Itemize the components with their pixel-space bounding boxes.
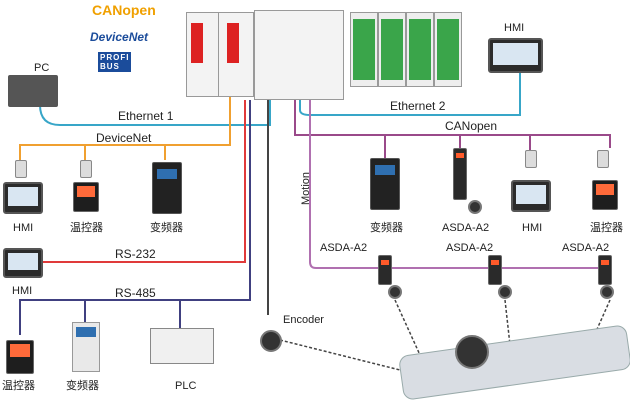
- rs485-label: RS-485: [115, 286, 156, 300]
- io-module-1: [350, 12, 378, 87]
- conveyor-drum-icon: [455, 335, 489, 369]
- rs485-plc-icon: [150, 328, 214, 364]
- encoder-label: Encoder: [283, 314, 324, 326]
- can-temp-controller-icon: [592, 180, 618, 210]
- devicenet-tap-1: [15, 160, 27, 178]
- dn-hmi-label: HMI: [13, 222, 34, 234]
- devicenet-tap-2: [80, 160, 92, 178]
- motion-label: Motion: [300, 171, 312, 205]
- motion-servo-drive-1-icon: [378, 255, 392, 285]
- devicenet-logo: DeviceNet: [90, 30, 149, 44]
- dn-vfd-label: 变频器: [150, 222, 183, 234]
- can-hmi-icon: [511, 180, 551, 212]
- rs485-plc-label: PLC: [175, 380, 197, 392]
- can-vfd-label: 变频器: [370, 222, 403, 234]
- cpu-module-2: [218, 12, 254, 97]
- canopen-label: CANopen: [445, 119, 498, 133]
- controller-main-unit: [254, 10, 344, 100]
- rs485-temp-controller-icon: [6, 340, 34, 374]
- rs232-cable: [40, 100, 246, 263]
- motion-servo-motor-1-icon: [388, 285, 402, 299]
- canopen-tap-temp: [597, 150, 609, 168]
- ethernet2-label: Ethernet 2: [390, 99, 446, 113]
- dn-hmi-icon: [3, 182, 43, 214]
- encoder-link: [279, 339, 421, 376]
- canopen-logo: CANopen: [92, 2, 156, 18]
- pc-laptop-icon: [8, 75, 58, 107]
- motion-servo-drive-2-icon: [488, 255, 502, 285]
- can-asda-label: ASDA-A2: [442, 222, 490, 234]
- canopen-tap-hmi: [525, 150, 537, 168]
- can-temp-label: 温控器: [590, 222, 623, 234]
- rs485-temp-label: 温控器: [2, 380, 35, 392]
- rs232-hmi-icon: [3, 248, 43, 278]
- dn-temp-label: 温控器: [70, 222, 103, 234]
- rs485-vfd-label: 变频器: [66, 380, 99, 392]
- rs485-vfd-icon: [72, 322, 100, 372]
- hmi-top-icon: [488, 38, 543, 73]
- rs232-label: RS-232: [115, 247, 156, 261]
- rs485-cable: [19, 100, 251, 335]
- motion-asda3-label: ASDA-A2: [562, 242, 610, 254]
- can-servo-motor-icon: [468, 200, 482, 214]
- motion-asda2-label: ASDA-A2: [446, 242, 494, 254]
- canopen-cable: [294, 100, 611, 158]
- can-hmi-label: HMI: [522, 222, 543, 234]
- devicenet-cable: [19, 95, 231, 160]
- pc-label: PC: [34, 62, 50, 74]
- can-vfd-icon: [370, 158, 400, 210]
- hmi-top-label: HMI: [504, 22, 525, 34]
- dn-temp-controller-icon: [73, 182, 99, 212]
- can-servo-drive-icon: [453, 148, 467, 200]
- rs232-hmi-label: HMI: [12, 285, 33, 297]
- motion-servo-motor-3-icon: [600, 285, 614, 299]
- ethernet1-label: Ethernet 1: [118, 109, 174, 123]
- io-module-3: [406, 12, 434, 87]
- io-module-2: [378, 12, 406, 87]
- motion-asda1-label: ASDA-A2: [320, 242, 368, 254]
- io-module-4: [434, 12, 462, 87]
- motion-servo-motor-2-icon: [498, 285, 512, 299]
- motion-servo-drive-3-icon: [598, 255, 612, 285]
- dn-vfd-icon: [152, 162, 182, 214]
- encoder-icon: [260, 330, 282, 352]
- devicenet-label: DeviceNet: [96, 131, 152, 145]
- ethernet1-cable: [39, 95, 271, 126]
